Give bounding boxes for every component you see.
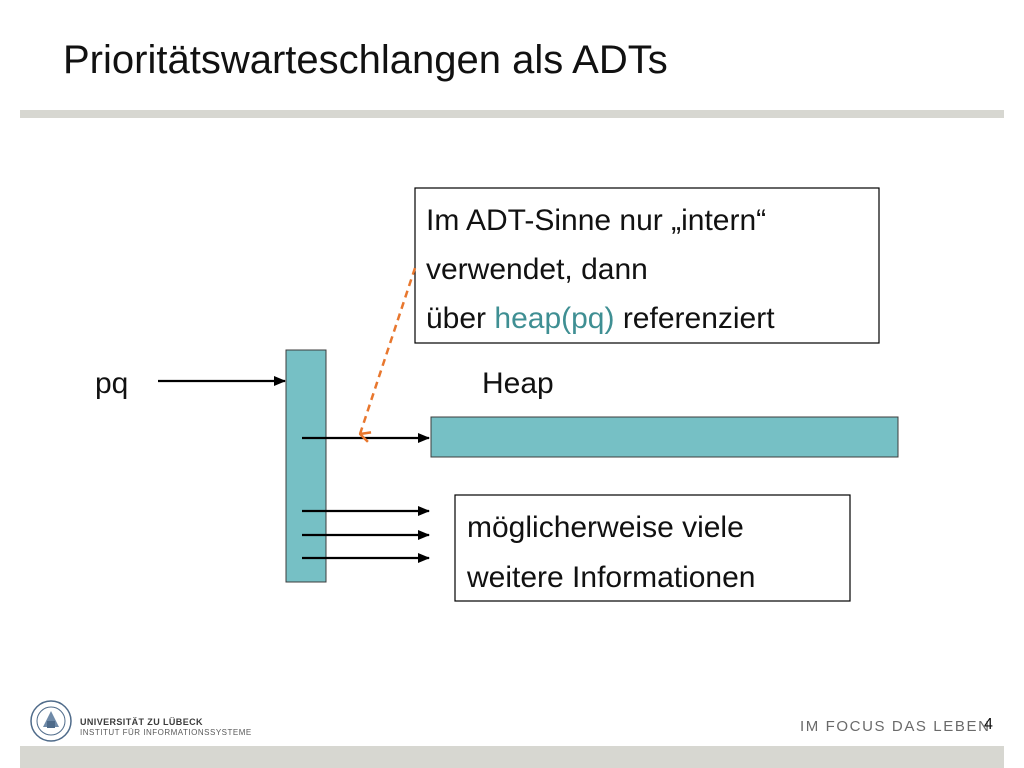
note-line-1: Im ADT-Sinne nur „intern“: [426, 204, 766, 237]
footer-band: [20, 746, 1004, 768]
note-line-3-prefix: über: [426, 302, 494, 335]
dashed-reference-arrow: [360, 267, 417, 434]
heap-bar: [430, 416, 899, 458]
pq-label: pq: [95, 367, 128, 400]
info-line-2: weitere Informationen: [466, 561, 756, 594]
note-highlight-heap-pq: heap(pq): [494, 302, 614, 335]
info-line-1: möglicherweise viele: [467, 511, 744, 544]
note-box: [414, 187, 880, 344]
page-number: 4: [984, 716, 993, 733]
heap-label: Heap: [482, 367, 554, 400]
title-divider: [20, 110, 1004, 118]
university-name: UNIVERSITÄT ZU LÜBECK: [80, 717, 203, 727]
diagram: Im ADT-Sinne nur „intern“ verwendet, dan…: [95, 187, 899, 602]
slogan: IM FOCUS DAS LEBEN: [800, 718, 991, 735]
institute-name: INSTITUT FÜR INFORMATIONSSYSTEME: [80, 728, 252, 737]
note-line-2: verwendet, dann: [426, 253, 648, 286]
info-box: [454, 494, 851, 602]
note-line-3: über heap(pq) referenziert: [426, 302, 775, 335]
slide-title: Prioritätswarteschlangen als ADTs: [63, 38, 668, 82]
university-seal-icon: [30, 700, 72, 742]
note-line-3-suffix: referenziert: [614, 302, 775, 335]
pq-record-bar: [285, 349, 327, 583]
